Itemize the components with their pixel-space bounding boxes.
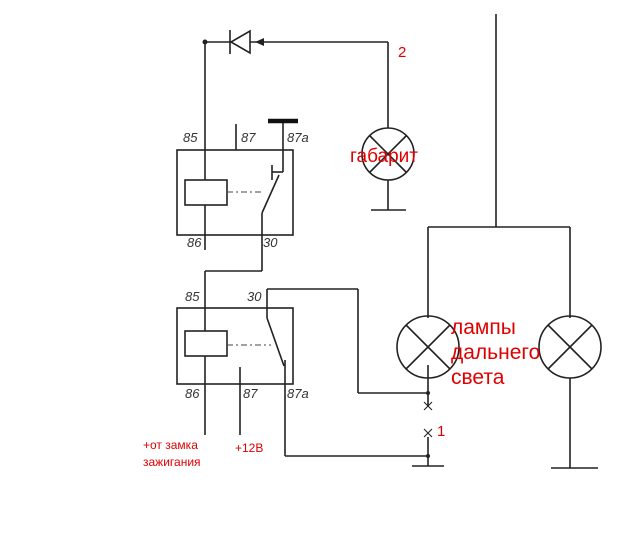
high-beam-label-line2: дальнего [451,341,540,364]
relay-top [176,118,298,250]
node-1-label: 1 [437,423,445,440]
high-beam-label-line3: света [451,366,505,389]
node-2-label: 2 [398,44,406,61]
relay-bottom [176,289,294,456]
high-beam-label-line1: лампы [451,316,516,339]
switch-1 [412,365,444,467]
relay-top-pin-87a: 87a [287,130,309,145]
relay-bottom-pin-86: 86 [185,386,200,401]
relay-bottom-pin-30: 30 [247,289,262,304]
relay-bottom-pin-87a: 87a [287,386,309,401]
pin30-to-switch-wire [267,288,428,394]
ignition-label-line1: +от замка [143,438,198,452]
high-beam-lamp-left [396,315,460,379]
parking-lamp-label: габарит [350,146,418,167]
high-beam-lamp-right [538,315,602,469]
ignition-label-line2: зажигания [143,455,201,469]
parking-lamp-symbol [361,127,415,211]
relay-link-wires [204,248,263,308]
relay-bottom-pin-87: 87 [243,386,258,401]
plus-12v-label: +12В [235,441,263,455]
relay-top-pin-87: 87 [241,130,256,145]
relay-top-pin-30: 30 [263,235,278,250]
high-beam-supply [427,14,571,318]
diode-symbol [229,29,251,55]
arrow-left-icon [255,38,264,46]
relay-top-pin-86: 86 [187,235,202,250]
relay-top-pin-85: 85 [183,130,198,145]
relay-bottom-pin-85: 85 [185,289,200,304]
